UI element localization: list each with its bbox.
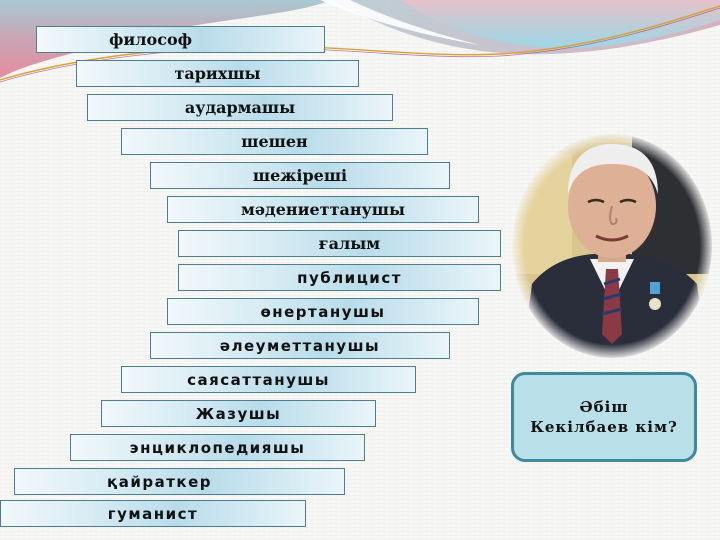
role-bar-genealogist: шежіреші [150,162,450,189]
decorative-wave-header [0,0,720,83]
role-label: әлеуметтанушы [219,336,381,355]
role-bar-culturologist: мәдениеттанушы [167,196,479,223]
role-label: өнертанушы [260,302,386,321]
role-bar-sociologist: әлеуметтанушы [150,332,450,359]
role-label: аудармашы [184,98,296,117]
role-bar-philosopher: философ [36,26,325,53]
role-label: философ [108,30,193,49]
role-label: шежіреші [252,166,348,185]
role-bar-orator: шешен [121,128,428,155]
role-label: шешен [241,132,308,151]
question-box: Әбіш Кекілбаев кім? [511,372,697,462]
role-label: гуманист [107,504,199,523]
role-label: публицист [297,268,402,287]
question-line-name: Әбіш [579,398,629,416]
role-label: ғалым [318,234,381,253]
role-bar-translator: аудармашы [87,94,393,121]
role-label: Жазушы [195,404,282,423]
role-bar-historian: тарихшы [76,60,359,87]
portrait-photo [512,134,712,358]
role-label: энциклопедияшы [129,438,306,457]
role-bar-humanist: гуманист [0,500,306,527]
role-bar-publicist: публицист [178,264,501,291]
role-label: саясаттанушы [187,370,330,389]
role-bar-writer: Жазушы [101,400,376,427]
role-bar-scientist: ғалым [178,230,501,257]
role-bar-public-figure: қайраткер [14,468,345,495]
portrait-illustration [512,134,712,358]
role-label: мәдениеттанушы [240,200,406,219]
role-bar-art-critic: өнертанушы [167,298,479,325]
role-label: тарихшы [174,64,261,83]
question-line-text: Кекілбаев кім? [530,418,678,436]
role-bar-political-scientist: саясаттанушы [121,366,416,393]
role-bar-encyclopedist: энциклопедияшы [70,434,365,461]
role-label: қайраткер [107,472,212,491]
